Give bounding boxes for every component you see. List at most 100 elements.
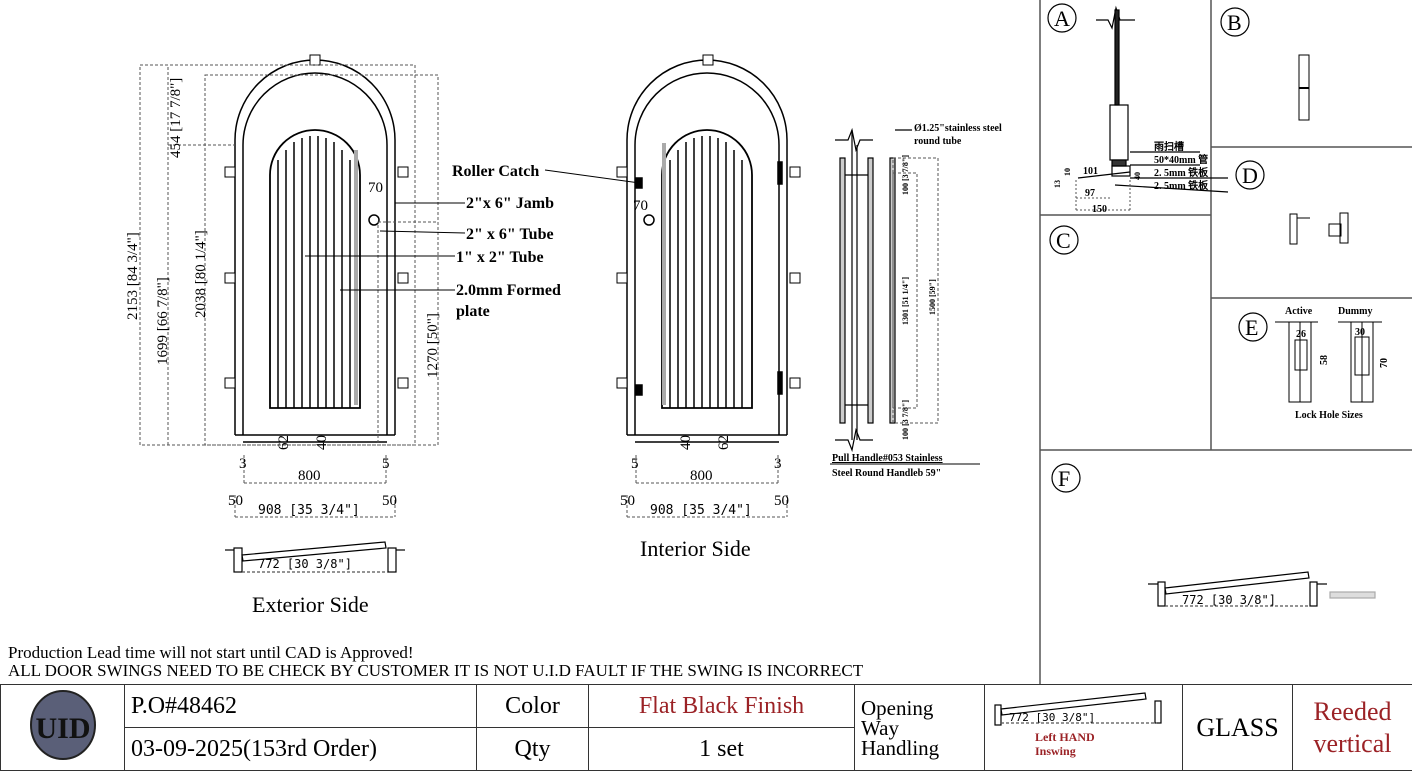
detail-b-drawing xyxy=(1299,55,1309,120)
callout-jamb: 2"x 6" Jamb xyxy=(466,195,554,212)
callout-tube-2x6: 2" x 6" Tube xyxy=(466,226,554,243)
svg-text:UID: UID xyxy=(35,712,90,745)
hinge-bottom xyxy=(778,372,782,394)
detail-a-note-1: 雨扫槽 xyxy=(1154,140,1184,153)
dim-lock-offset: 70 xyxy=(368,180,383,196)
detail-f-label: F xyxy=(1058,466,1070,491)
detail-a-dim-97: 97 xyxy=(1085,188,1095,199)
callout-formed-plate: 2.0mm Formed xyxy=(456,282,561,299)
dim-handle-height: 1270 [50"] xyxy=(425,313,441,378)
svg-text:772 [30 3/8"]: 772 [30 3/8"] xyxy=(1009,711,1095,724)
qty-value: 1 set xyxy=(589,728,855,771)
color-label: Color xyxy=(477,685,589,728)
detail-a-dim-101: 101 xyxy=(1083,166,1098,177)
title-block: UID P.O#48462 Color Flat Black Finish Op… xyxy=(0,684,1412,771)
interior-frame-outer xyxy=(627,60,787,435)
interior-dim-jamb-right: 50 xyxy=(774,493,789,509)
dim-arch-height: 454 [17 7/8"] xyxy=(168,78,184,158)
glass-label: GLASS xyxy=(1183,685,1293,771)
handle-dim-bottom: 100 [3 7/8"] xyxy=(901,400,910,440)
exterior-pull-handle xyxy=(354,150,358,405)
interior-dim-jamb-left: 50 xyxy=(620,493,635,509)
po-number: P.O#48462 xyxy=(125,685,477,728)
dim-door-height: 2038 [80 1/4"] xyxy=(193,230,209,318)
swing-diagram-cell: 772 [30 3/8"] Left HAND Inswing xyxy=(985,685,1183,771)
dim-overall-height: 2153 [84 3/4"] xyxy=(125,232,141,320)
interior-dim-overall-width: 908 [35 3/4"] xyxy=(650,503,752,518)
exterior-frame-outer xyxy=(235,60,395,435)
order-date: 03-09-2025(153rd Order) xyxy=(125,728,477,771)
detail-f-plan-width: 772 [30 3/8"] xyxy=(1182,593,1276,607)
detail-e-active-width: 26 xyxy=(1296,329,1306,340)
handle-dim-total: 1500 [59"] xyxy=(928,279,937,315)
swing-hand: Left HAND xyxy=(1035,730,1095,744)
dim-overall-width: 908 [35 3/4"] xyxy=(258,503,360,518)
interior-glass-panel xyxy=(662,130,752,408)
opening-label-1: Opening xyxy=(861,698,978,718)
detail-c-label: C xyxy=(1056,228,1071,253)
note-door-swing: ALL DOOR SWINGS NEED TO BE CHECK BY CUST… xyxy=(8,662,863,680)
exterior-caption: Exterior Side xyxy=(252,592,369,617)
detail-d-label: D xyxy=(1242,163,1258,188)
handle-dim-mid: 1301 [51 1/4"] xyxy=(901,277,910,325)
detail-e-dummy-width: 30 xyxy=(1355,327,1365,338)
roller-catch-bottom xyxy=(636,385,642,395)
detail-e-label: E xyxy=(1245,315,1258,340)
detail-a-note-2: 50*40mm 管 xyxy=(1154,153,1208,166)
dim-jamb-right: 50 xyxy=(382,493,397,509)
color-value: Flat Black Finish xyxy=(589,685,855,728)
glass-value: Reeded vertical xyxy=(1293,685,1412,771)
dim-gap-left: 3 xyxy=(239,456,247,472)
swing-diagram: 772 [30 3/8"] Left HAND Inswing xyxy=(985,685,1175,763)
handle-tube-note-1: Ø1.25"stainless steel xyxy=(914,123,1002,134)
detail-e-caption: Lock Hole Sizes xyxy=(1295,410,1363,421)
interior-door xyxy=(627,60,787,442)
detail-a-label: A xyxy=(1054,6,1070,31)
handle-caption-1: Pull Handle#053 Stainless xyxy=(832,453,943,464)
exterior-glass-panel xyxy=(270,130,360,408)
detail-b-label: B xyxy=(1227,10,1242,35)
exterior-lock-hole xyxy=(369,215,379,225)
detail-a-note-3: 2. 5mm 铁板 xyxy=(1154,166,1209,179)
plan-width-exterior: 772 [30 3/8"] xyxy=(258,557,352,571)
detail-a-dim-10: 10 xyxy=(1063,168,1072,176)
detail-label-circles xyxy=(1048,4,1267,492)
detail-a-dim-150: 150 xyxy=(1092,204,1107,215)
interior-pull-handle xyxy=(662,143,666,405)
handle-dim-top: 100 [3 7/8"] xyxy=(901,155,910,195)
roller-catch-top xyxy=(636,178,642,188)
swing-direction: Inswing xyxy=(1035,744,1076,758)
opening-label-2: Way xyxy=(861,718,978,738)
glass-value-2: vertical xyxy=(1299,728,1406,760)
dim-jamb-left: 50 xyxy=(228,493,243,509)
qty-label: Qty xyxy=(477,728,589,771)
detail-d-drawing xyxy=(1290,213,1348,244)
interior-dim-width: 800 xyxy=(690,468,713,484)
interior-dim-gap-left: 5 xyxy=(631,456,639,472)
interior-dim-sill-b: 62 xyxy=(716,435,732,450)
logo-cell: UID xyxy=(1,685,125,771)
cad-drawing: 2153 [84 3/4"] 454 [17 7/8"] 1699 [66 7/… xyxy=(0,0,1412,684)
callout-roller-catch: Roller Catch xyxy=(452,163,539,180)
interior-dim-gap-right: 3 xyxy=(774,456,782,472)
callout-formed-plate-2: plate xyxy=(456,303,490,320)
detail-e-dummy: Dummy xyxy=(1338,306,1372,317)
dim-sill-a: 62 xyxy=(276,435,292,450)
detail-e-active-height: 58 xyxy=(1319,355,1330,365)
production-notes: Production Lead time will not start unti… xyxy=(8,644,863,680)
detail-a-dim-13: 13 xyxy=(1053,180,1062,188)
note-lead-time: Production Lead time will not start unti… xyxy=(8,644,863,662)
interior-caption: Interior Side xyxy=(640,536,751,561)
callout-tube-1x2: 1" x 2" Tube xyxy=(456,249,544,266)
interior-dim-sill-a: 40 xyxy=(678,435,694,450)
opening-label-3: Handling xyxy=(861,738,978,758)
hinge-top xyxy=(778,162,782,184)
handle-caption-2: Steel Round Handleb 59" xyxy=(832,468,941,479)
detail-e-active: Active xyxy=(1285,306,1313,317)
interior-lock-hole xyxy=(644,215,654,225)
detail-a-note-4: 2. 5mm 铁板 xyxy=(1154,179,1209,192)
dim-sill-b: 40 xyxy=(314,435,330,450)
dim-width: 800 xyxy=(298,468,321,484)
handle-tube-note-2: round tube xyxy=(914,136,962,147)
dim-gap-right: 5 xyxy=(382,456,390,472)
